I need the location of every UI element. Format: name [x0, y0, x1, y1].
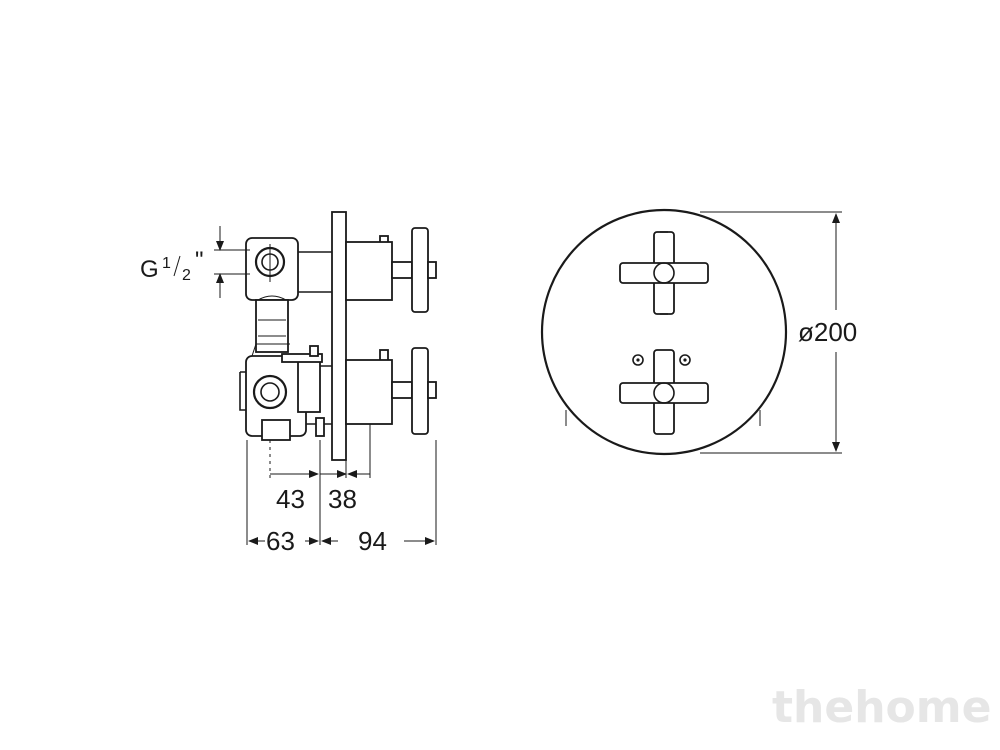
thread-callout: G 1 2 " — [140, 226, 250, 298]
wall-plate — [331, 211, 347, 461]
upper-inlet-port — [254, 244, 286, 282]
upper-handle-side — [345, 227, 437, 313]
thread-inch: " — [195, 247, 204, 274]
thread-den: 2 — [182, 267, 191, 284]
lower-inlet-port — [252, 374, 288, 410]
watermark-logo: thehome — [772, 682, 991, 733]
upper-cross-handle — [619, 231, 709, 315]
dimension-row-upper: 43 38 — [270, 470, 370, 514]
dim-38: 38 — [328, 484, 357, 514]
dim-43: 43 — [276, 484, 305, 514]
dimension-row-lower: 63 94 — [248, 526, 435, 556]
front-view: ø200 — [540, 208, 857, 456]
cover-plate — [540, 208, 788, 456]
dim-94: 94 — [358, 526, 387, 556]
valve-body — [239, 235, 389, 441]
lower-cross-handle — [619, 349, 709, 435]
indicator-dots — [632, 354, 691, 366]
side-view: G 1 2 " 43 38 63 — [140, 211, 437, 556]
dim-63: 63 — [266, 526, 295, 556]
lower-handle-side — [345, 347, 437, 435]
diameter-dimension: ø200 — [700, 211, 857, 454]
thread-g: G — [140, 256, 159, 283]
thread-num: 1 — [162, 255, 171, 272]
extension-lines — [246, 424, 437, 545]
dim-diameter: ø200 — [798, 317, 857, 347]
